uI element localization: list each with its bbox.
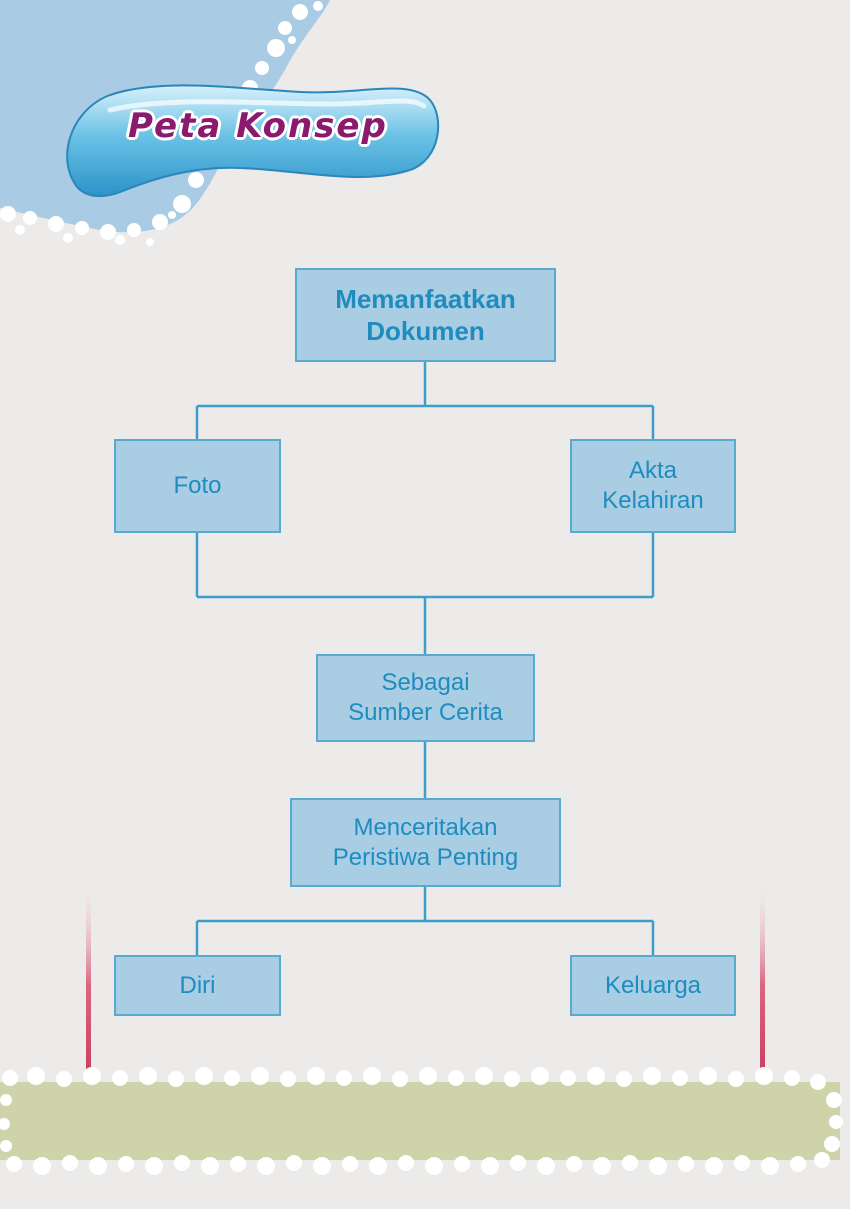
- node-akta-kelahiran: Akta Kelahiran: [570, 439, 736, 533]
- node-diri: Diri: [114, 955, 281, 1016]
- node-memanfaatkan-dokumen: Memanfaatkan Dokumen: [295, 268, 556, 362]
- node-sebagai-sumber-cerita: Sebagai Sumber Cerita: [316, 654, 535, 742]
- node-menceritakan-peristiwa-penting: Menceritakan Peristiwa Penting: [290, 798, 561, 887]
- footer-strip: [0, 1067, 843, 1175]
- concept-map-title: Peta Konsep: [128, 106, 388, 146]
- banner-ribbon: [66, 84, 440, 198]
- decorative-poles: [86, 885, 765, 1085]
- connector-lines: [195, 362, 655, 955]
- node-foto: Foto: [114, 439, 281, 533]
- node-keluarga: Keluarga: [570, 955, 736, 1016]
